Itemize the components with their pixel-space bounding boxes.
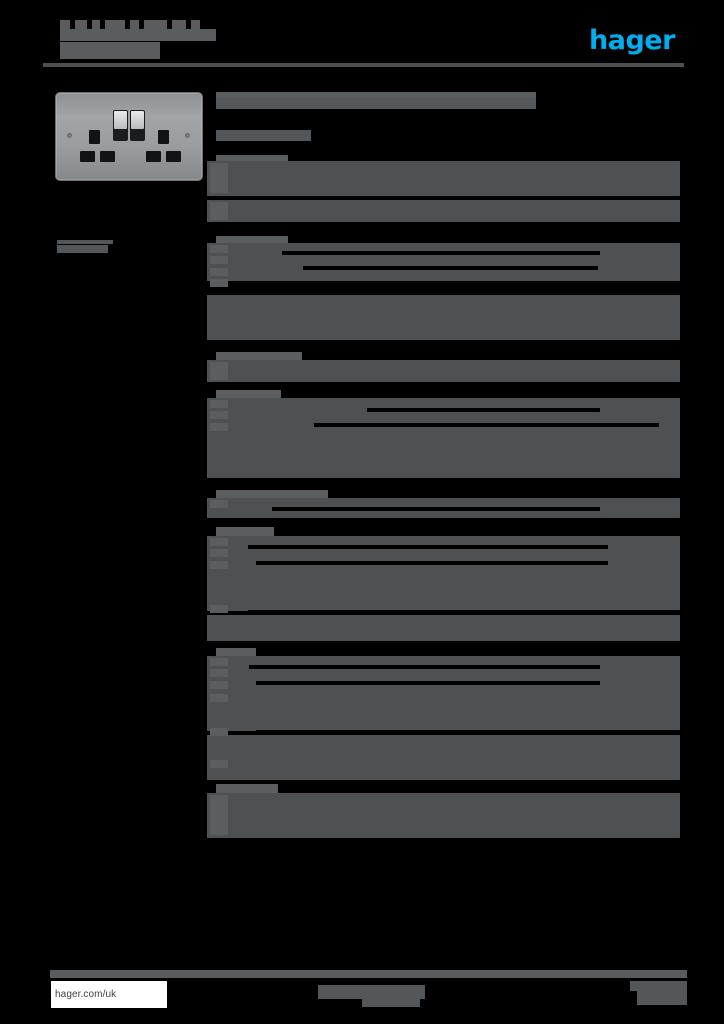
neutral-pin-slot-left bbox=[100, 151, 115, 162]
section-1-row-label-1 bbox=[210, 163, 228, 193]
section-7-table-band-2 bbox=[207, 735, 680, 780]
footer-center-block-1 bbox=[318, 985, 425, 999]
section-3-heading bbox=[216, 352, 302, 360]
section-2-row-label-2 bbox=[210, 256, 228, 264]
sidebar-label-block-1 bbox=[57, 240, 113, 244]
title-line-3 bbox=[92, 20, 100, 29]
live-pin-slot-left bbox=[80, 151, 95, 162]
header-divider bbox=[43, 63, 684, 67]
footer-right-block-1 bbox=[630, 981, 687, 991]
section-8-table-band-1 bbox=[207, 793, 680, 838]
section-4-row-label-2 bbox=[210, 411, 228, 419]
title-line-7 bbox=[172, 20, 186, 29]
section-4-row-label-1 bbox=[210, 400, 228, 408]
section-1-table-band-1 bbox=[207, 161, 680, 196]
footer-url[interactable]: hager.com/uk bbox=[51, 981, 167, 1008]
screw-icon bbox=[67, 133, 72, 138]
section-4-value-gap-1 bbox=[367, 408, 600, 412]
earth-pin-slot-left bbox=[89, 130, 100, 144]
intro-label-redacted bbox=[216, 130, 311, 141]
section-2-value-gap-2 bbox=[303, 266, 598, 270]
title-line-6 bbox=[144, 20, 167, 29]
title-line-9 bbox=[60, 29, 216, 41]
earth-pin-slot-right bbox=[158, 130, 169, 144]
section-7-row-label-6 bbox=[210, 760, 228, 768]
section-7-heading bbox=[216, 648, 256, 657]
title-line-2 bbox=[75, 20, 87, 29]
section-3-row-label-1 bbox=[210, 362, 228, 380]
section-6-row-label-1 bbox=[210, 538, 228, 546]
section-7-value-gap-2 bbox=[256, 681, 600, 685]
section-4-row-label-3 bbox=[210, 423, 228, 431]
section-7-row-label-1 bbox=[210, 658, 228, 666]
footer-right-block-2 bbox=[637, 991, 687, 1005]
title-line-10 bbox=[60, 42, 160, 59]
section-2-row-label-3 bbox=[210, 268, 228, 276]
section-6-row-label-4 bbox=[210, 605, 228, 613]
section-6-heading bbox=[216, 527, 274, 536]
section-2-table-band-1 bbox=[207, 243, 680, 281]
section-6-value-gap-3 bbox=[248, 610, 680, 614]
page-subtitle-redacted bbox=[216, 98, 536, 109]
product-image-double-socket bbox=[55, 92, 203, 181]
section-7-value-gap-1 bbox=[249, 665, 600, 669]
section-7-row-label-4 bbox=[210, 694, 228, 702]
section-6-table-band-2 bbox=[207, 615, 680, 641]
section-5-heading bbox=[216, 490, 328, 499]
screw-icon bbox=[185, 133, 190, 138]
rocker-switch-right bbox=[130, 110, 145, 141]
section-7-row-label-5 bbox=[210, 728, 228, 736]
section-6-value-gap-2 bbox=[256, 561, 608, 565]
section-3-table-band-1 bbox=[207, 360, 680, 382]
section-7-value-gap-3 bbox=[256, 730, 680, 734]
footer-divider bbox=[50, 970, 687, 978]
section-8-row-label-1 bbox=[210, 795, 228, 835]
section-8-heading bbox=[216, 784, 278, 793]
footer-url-label: hager.com/uk bbox=[55, 989, 117, 1000]
section-5-value-gap-1 bbox=[272, 507, 600, 511]
title-line-4 bbox=[105, 20, 125, 29]
section-6-row-label-2 bbox=[210, 549, 228, 557]
page-title-redacted bbox=[216, 92, 536, 100]
hager-logo: hager bbox=[589, 25, 675, 56]
section-4-heading bbox=[216, 390, 281, 398]
rocker-switch-left bbox=[113, 110, 128, 141]
section-6-value-gap-1 bbox=[248, 545, 608, 549]
section-1-row-label-2 bbox=[210, 202, 228, 220]
section-2-heading bbox=[216, 236, 288, 243]
title-line-1 bbox=[60, 20, 70, 29]
section-2-value-gap-1 bbox=[282, 251, 600, 255]
section-2-table-band-2 bbox=[207, 295, 680, 340]
section-2-row-label-4 bbox=[210, 279, 228, 287]
section-1-table-band-2 bbox=[207, 200, 680, 222]
footer-center-block-2 bbox=[362, 999, 420, 1007]
live-pin-slot-right bbox=[146, 151, 161, 162]
section-2-row-label-1 bbox=[210, 245, 228, 253]
sidebar-column bbox=[0, 0, 205, 1024]
sidebar-label-block-2 bbox=[57, 245, 108, 253]
title-line-5 bbox=[130, 20, 139, 29]
section-7-row-label-2 bbox=[210, 669, 228, 677]
title-line-8 bbox=[191, 20, 200, 29]
section-1-heading bbox=[216, 155, 288, 161]
neutral-pin-slot-right bbox=[166, 151, 181, 162]
section-4-value-gap-2 bbox=[314, 423, 659, 427]
page-header: hager bbox=[0, 0, 724, 80]
section-7-row-label-3 bbox=[210, 681, 228, 689]
section-6-row-label-3 bbox=[210, 561, 228, 569]
section-5-row-label-1 bbox=[210, 500, 228, 508]
